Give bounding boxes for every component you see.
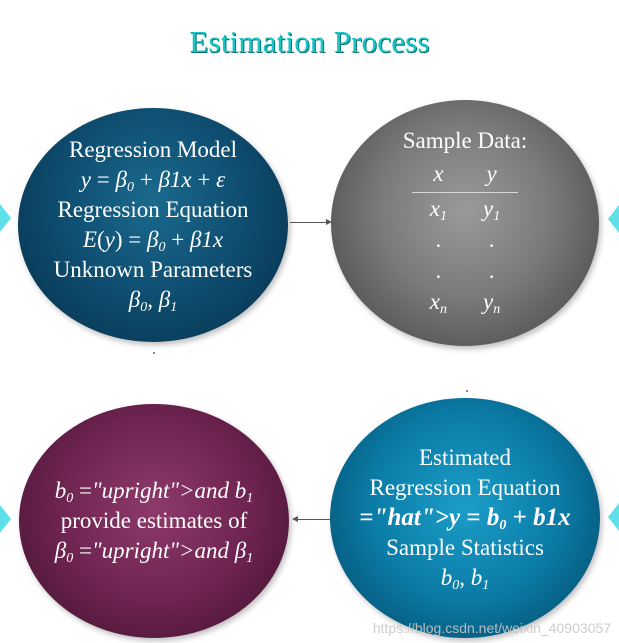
estimates-ellipse: b0 ="upright">and b1 provide estimates o… <box>19 404 289 638</box>
sample-data-ellipse: Sample Data: x y x1 y1 . . . . xn yn <box>331 100 599 346</box>
estimated-regression-equation: ="hat">y = b0 + b1x <box>359 504 571 533</box>
estimates-line-1: b0 ="upright">and b1 <box>54 478 254 506</box>
sample-data-row: . . <box>412 255 518 286</box>
regression-model-ellipse: Regression Model y = β0 + β1x + ε Regres… <box>18 108 288 342</box>
stray-mark <box>153 352 155 354</box>
sample-statistics: b0, b1 <box>440 565 490 593</box>
sample-column-x: x <box>411 157 465 193</box>
sample-data-table: x y x1 y1 . . . . xn yn <box>411 157 519 317</box>
sample-x-value: xn <box>429 288 447 317</box>
regression-equation-heading: Regression Equation <box>57 197 249 222</box>
sample-y-value: . <box>488 257 495 283</box>
right-triangle-icon <box>608 205 619 233</box>
connector-arrow-model-to-sample <box>290 222 328 223</box>
estimates-line-3: β0 ="upright">and β1 <box>54 538 254 566</box>
sample-data-row: x1 y1 <box>412 192 518 224</box>
sample-statistics-heading: Sample Statistics <box>386 535 544 560</box>
unknown-parameters: β0, β1 <box>128 287 178 315</box>
estimated-equation-ellipse: Estimated Regression Equation ="hat">y =… <box>330 398 600 638</box>
left-triangle-icon <box>0 204 11 232</box>
diagram-title: Estimation Process <box>189 24 430 59</box>
sample-y-value: . <box>488 226 495 252</box>
arrow-head-icon <box>292 516 298 522</box>
sample-data-header-row: x y <box>411 157 519 193</box>
sample-data-row: . . <box>412 224 518 255</box>
arrow-head-icon <box>326 219 332 225</box>
left-triangle-icon <box>0 505 11 533</box>
watermark: https://blog.csdn.net/weixin_40903057 <box>372 620 611 636</box>
sample-y-value: y1 <box>483 195 501 224</box>
unknown-parameters-heading: Unknown Parameters <box>53 257 253 282</box>
connector-arrow-equation-to-estimates <box>296 519 330 520</box>
right-triangle-icon <box>608 503 619 531</box>
estimated-heading: Estimated <box>419 445 511 470</box>
sample-y-value: yn <box>483 288 501 317</box>
regression-model-heading: Regression Model <box>68 137 237 162</box>
estimates-line-2: provide estimates of <box>60 508 248 533</box>
stray-mark <box>466 390 468 392</box>
sample-data-heading: Sample Data: <box>402 127 528 153</box>
sample-column-y: y <box>465 157 519 193</box>
regression-model-equation: y = β0 + β1x + ε <box>80 167 226 195</box>
estimated-regression-equation-heading: Regression Equation <box>369 475 561 500</box>
sample-x-value: . <box>435 226 442 252</box>
regression-equation: E(y) = β0 + β1x <box>82 227 224 255</box>
sample-data-row: xn yn <box>412 286 518 317</box>
sample-x-value: x1 <box>429 195 447 224</box>
sample-x-value: . <box>435 257 442 283</box>
